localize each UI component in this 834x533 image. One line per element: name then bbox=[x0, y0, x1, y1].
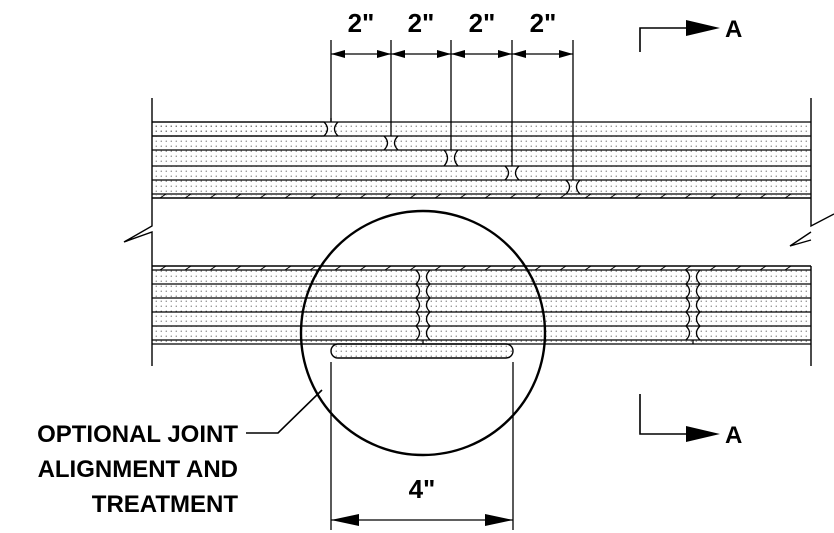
top-staggered-joints bbox=[152, 118, 581, 195]
bottom-slab-edges bbox=[151, 266, 812, 366]
dimension-label-4: 2" bbox=[530, 8, 557, 38]
section-marker-bottom: A bbox=[639, 394, 742, 449]
top-membrane-hatch bbox=[159, 193, 792, 199]
section-label-bottom: A bbox=[725, 422, 742, 449]
dimension-label-1: 2" bbox=[348, 8, 375, 38]
section-marker-top: A bbox=[639, 16, 742, 52]
bottom-membrane-hatch bbox=[159, 265, 792, 271]
break-lines bbox=[123, 213, 834, 266]
overlap-dimension-lines bbox=[330, 362, 514, 530]
note-line-3: TREATMENT bbox=[92, 491, 239, 518]
stagger-dimension-lines bbox=[330, 40, 574, 180]
dimension-label-2: 2" bbox=[408, 8, 435, 38]
joint-treatment-strip bbox=[330, 343, 514, 359]
stagger-dimension-arrows bbox=[331, 50, 573, 58]
note-line-2: ALIGNMENT AND bbox=[38, 456, 238, 483]
note-leader bbox=[246, 389, 323, 434]
overlap-dimension-arrows bbox=[331, 514, 513, 526]
section-label-top: A bbox=[725, 16, 742, 43]
note-line-1: OPTIONAL JOINT bbox=[37, 421, 238, 448]
top-slab bbox=[151, 98, 812, 214]
bottom-slab-fill bbox=[152, 270, 811, 344]
top-slab-edges bbox=[151, 98, 812, 214]
bottom-slab bbox=[151, 265, 812, 366]
dimension-label-3: 2" bbox=[469, 8, 496, 38]
overlap-dimension-label: 4" bbox=[409, 474, 436, 504]
detail-circle bbox=[299, 209, 547, 457]
